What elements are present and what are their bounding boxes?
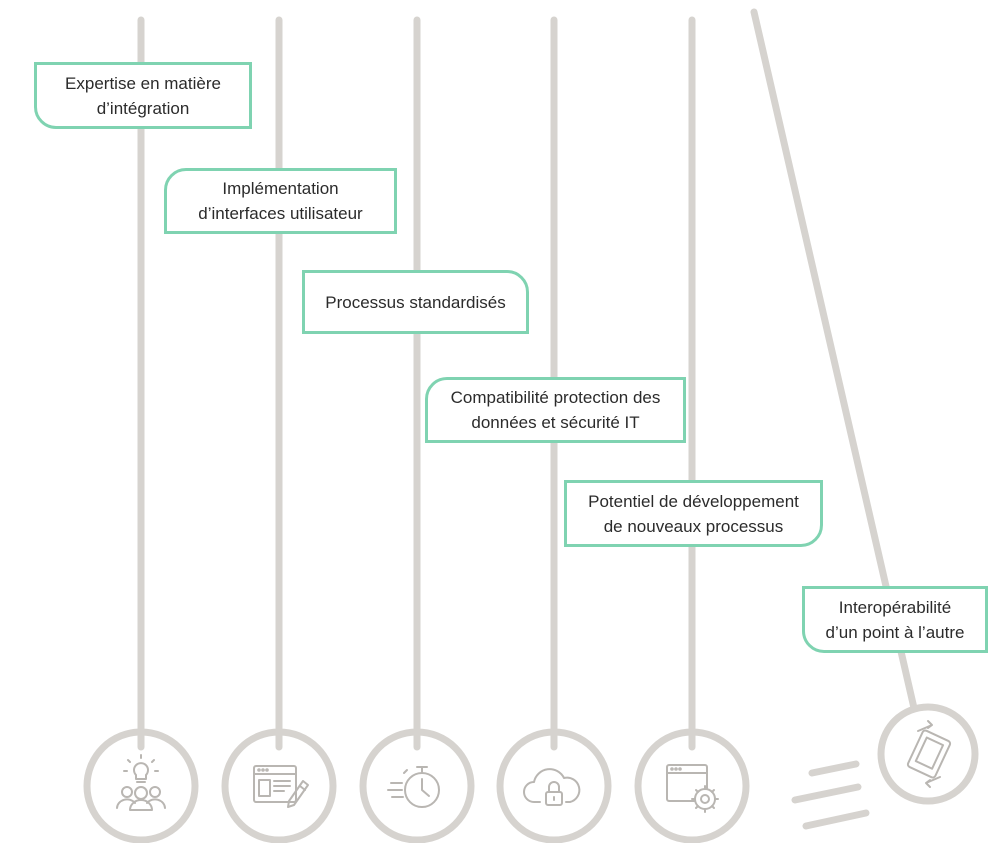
- step-label-2-text: Implémentation d’interfaces utilisateur: [198, 176, 362, 226]
- stopwatch-speed-icon: [387, 766, 440, 808]
- step-label-6-line1: Interopérabilité: [838, 597, 952, 617]
- step-circle-6: [877, 703, 979, 805]
- step-label-4-line1: Compatibilité protection des: [450, 388, 661, 407]
- lightbulb-team-icon: [116, 754, 166, 811]
- step-label-2: Implémentation d’interfaces utilisateur: [164, 168, 397, 234]
- cloud-lock-icon: [523, 768, 581, 806]
- step-circle-1: [83, 728, 199, 843]
- motion-line: [791, 783, 862, 804]
- devices-transfer-icon: [906, 720, 952, 788]
- step-label-3: Processus standardisés: [302, 270, 529, 334]
- step-circle-2: [221, 728, 337, 843]
- step-circle-4: [496, 728, 612, 843]
- step-label-1-text: Expertise en matière d’intégration: [65, 71, 221, 121]
- step-circle-3: [359, 728, 475, 843]
- motion-line: [808, 760, 860, 777]
- step-label-6-line2: d’un point à l’autre: [825, 622, 965, 642]
- step-label-1-line1: Expertise en matière: [65, 73, 221, 93]
- step-label-6-text: Interopérabilité d’un point à l’autre: [826, 595, 965, 645]
- step-label-5-line1: Potentiel de développement: [588, 491, 799, 511]
- motion-lines: [791, 760, 870, 830]
- step-label-1-line2: d’intégration: [96, 98, 190, 118]
- step-label-2-line1: Implémentation: [222, 179, 339, 198]
- browser-gear-icon: [666, 764, 719, 813]
- step-label-3-line1: Processus standardisés: [325, 292, 506, 312]
- step-label-5: Potentiel de développement de nouveaux p…: [564, 480, 823, 547]
- step-label-5-line2: de nouveaux processus: [603, 516, 784, 536]
- step-label-4: Compatibilité protection des données et …: [425, 377, 686, 443]
- step-label-2-line2: d’interfaces utilisateur: [198, 204, 363, 223]
- step-label-5-text: Potentiel de développement de nouveaux p…: [588, 489, 799, 539]
- motion-line: [802, 809, 870, 830]
- step-label-1: Expertise en matière d’intégration: [34, 62, 252, 129]
- browser-edit-icon: [253, 765, 309, 808]
- step-label-4-line2: données et sécurité IT: [471, 413, 640, 432]
- step-label-3-text: Processus standardisés: [325, 290, 505, 315]
- step-label-6: Interopérabilité d’un point à l’autre: [802, 586, 988, 653]
- step-label-4-text: Compatibilité protection des données et …: [451, 385, 661, 435]
- step-circle-5: [634, 728, 750, 843]
